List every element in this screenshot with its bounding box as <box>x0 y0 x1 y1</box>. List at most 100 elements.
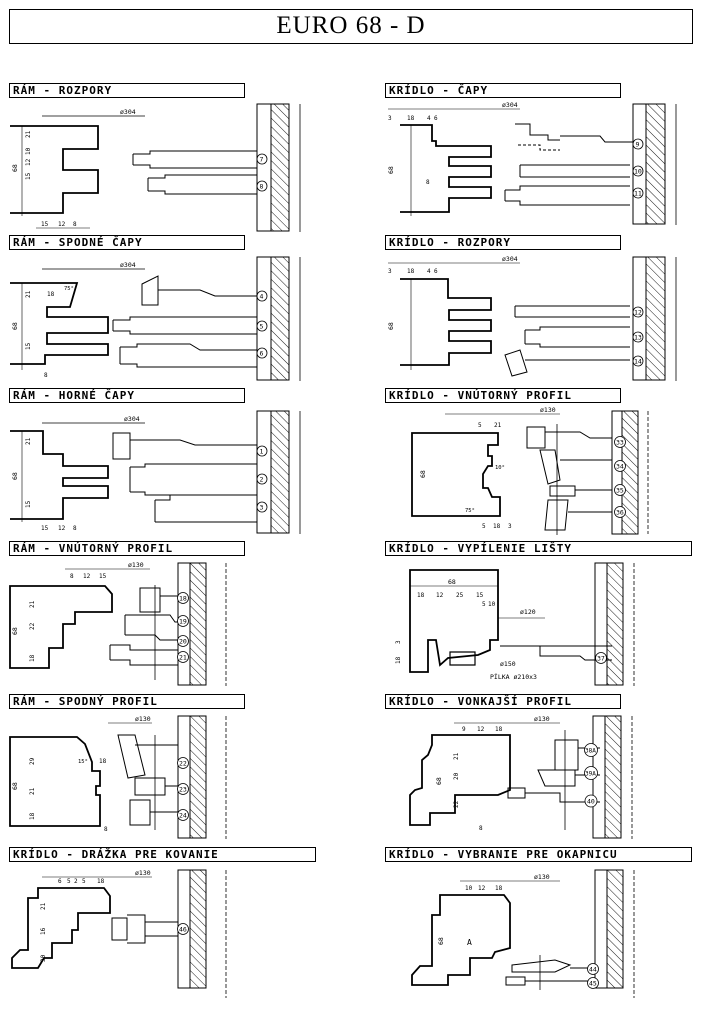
dim-label: 18 <box>99 758 107 765</box>
tool-number: 6 <box>260 350 264 358</box>
dim-label: 68 <box>387 322 395 330</box>
tool-number: 22 <box>179 760 187 768</box>
dim-label: 4 <box>427 115 431 122</box>
dim-label: 12 <box>478 885 486 892</box>
dim-label: ø130 <box>135 869 151 877</box>
tool-number: 40 <box>587 798 595 806</box>
dim-label: ø130 <box>135 715 151 723</box>
dim-label: 22 <box>453 800 460 808</box>
dim-label: 3 <box>388 115 392 122</box>
tool-number: 23 <box>179 786 187 794</box>
section-label: KRÍDLO - VYPÍLENIE LIŠTY <box>385 541 692 556</box>
dim-label: 20 <box>453 772 460 780</box>
tool-number: 1 <box>260 448 264 456</box>
dim-label: 18 <box>407 268 415 275</box>
diagram-ram-spodne-capy: ø304 75° 18 68 21 15 8 4 5 6 <box>10 256 301 381</box>
dim-label: 68 <box>11 322 19 330</box>
tool-number: 35 <box>616 487 624 495</box>
dim-label: 75° <box>64 286 74 292</box>
dim-label: 22 <box>29 622 36 630</box>
dim-label: 6 <box>434 115 438 122</box>
title-box: EURO 68 - D <box>9 9 693 44</box>
diagram-ram-rozpory: ø304 21 10 12 15 68 15 12 8 7 8 <box>10 103 301 232</box>
tool-number: 18 <box>179 595 187 603</box>
dim-label: 15 <box>41 525 49 532</box>
dim-label: 10 <box>488 601 496 608</box>
section-label: KRÍDLO - DRÁŽKA PRE KOVANIE <box>9 847 316 862</box>
tool-number: 7 <box>260 156 264 164</box>
tool-number: 21 <box>179 654 187 662</box>
dim-label: 68 <box>387 166 395 174</box>
dim-label: 15 <box>99 573 107 580</box>
diagram-kridlo-drazka-pre-kovanie: ø130 6 5 2 5 18 21 16 30 46 <box>11 869 227 998</box>
tool-number: 11 <box>634 190 642 198</box>
dim-label: 18 <box>417 592 425 599</box>
dim-label: 21 <box>25 290 32 298</box>
dim-label: 10° <box>495 465 505 471</box>
dim-label: 18 <box>495 726 503 733</box>
section-label: KRÍDLO - VONKAJŠÍ PROFIL <box>385 694 621 709</box>
diagram-kridlo-capy: ø304 3 18 4 6 68 8 9 10 11 <box>387 101 677 225</box>
dim-label: 21 <box>25 130 32 138</box>
dim-label: 10 <box>465 885 473 892</box>
tool-number: 8 <box>260 183 264 191</box>
dim-label: 5 <box>478 422 482 429</box>
diagram-ram-horne-capy: ø304 68 21 15 15 12 8 1 2 3 <box>10 410 301 534</box>
dim-label: 21 <box>40 902 47 910</box>
tool-number: 33 <box>616 439 624 447</box>
dim-label: 75° <box>465 508 475 514</box>
tool-number: 9 <box>636 141 640 149</box>
tool-number: 37 <box>597 655 605 663</box>
tool-number: 20 <box>179 638 187 646</box>
dim-label: 68 <box>11 472 19 480</box>
dim-label: 15 <box>25 172 32 180</box>
diagram-kridlo-vypilenie-listy: 68 18 12 25 15 5 10 ø120 ø150 PÍLKA ø210… <box>395 562 635 686</box>
dim-label: 18 <box>47 291 55 298</box>
dim-label: 2 <box>74 878 78 885</box>
tool-number: 34 <box>616 463 624 471</box>
tool-number: 4 <box>260 293 264 301</box>
section-label: RÁM - ROZPORY <box>9 83 245 98</box>
dim-label: ø304 <box>120 261 136 269</box>
tool-number: 5 <box>260 323 264 331</box>
dim-label: 6 <box>58 878 62 885</box>
dim-label: PÍLKA ø210x3 <box>490 672 537 681</box>
dim-label: ø130 <box>534 873 550 881</box>
dim-label: 68 <box>448 578 456 586</box>
diagram-kridlo-vybranie-pre-okapnicu: ø130 10 12 18 A 68 44 45 <box>411 869 635 998</box>
dim-label: 29 <box>29 757 36 765</box>
dim-label: 25 <box>456 592 464 599</box>
dim-label: 8 <box>479 825 483 832</box>
diagram-kridlo-vnutorny-profil: ø130 5 21 68 10° 75° 5 18 3 33 34 35 36 <box>411 406 649 535</box>
dim-label: ø304 <box>502 101 518 109</box>
dim-label: 68 <box>11 627 19 635</box>
section-label: RÁM - SPODNÝ PROFIL <box>9 694 245 709</box>
dim-label: 12 <box>58 221 66 228</box>
dim-label: 8 <box>73 221 77 228</box>
diagram-kridlo-vonkajsi-profil: ø130 9 12 18 68 21 20 22 8 38A 39A 40 <box>409 715 633 839</box>
section-label: KRÍDLO - ROZPORY <box>385 235 621 250</box>
dim-label: 5 <box>482 601 486 608</box>
dim-label: 30 <box>40 954 47 962</box>
dim-label: 15 <box>41 221 49 228</box>
page-title: EURO 68 - D <box>276 12 426 39</box>
section-label: KRÍDLO - VNÚTORNÝ PROFIL <box>385 388 621 403</box>
section-label: RÁM - HORNÉ ČAPY <box>9 388 245 403</box>
dim-label: 6 <box>434 268 438 275</box>
dim-label: 15 <box>476 592 484 599</box>
dim-label: 21 <box>29 787 36 795</box>
section-label: KRÍDLO - VYBRANIE PRE OKAPNICU <box>385 847 692 862</box>
tool-number: 2 <box>260 476 264 484</box>
dim-label: 21 <box>453 752 460 760</box>
dim-label: 4 <box>427 268 431 275</box>
dim-label: 5 <box>82 878 86 885</box>
dim-label: 3 <box>388 268 392 275</box>
tool-number: 44 <box>589 966 597 974</box>
dim-label: ø150 <box>500 660 516 668</box>
tool-number: 14 <box>634 358 642 366</box>
dim-label: 68 <box>11 782 19 790</box>
dim-label: 10 <box>25 147 32 155</box>
dim-label: ø304 <box>124 415 140 423</box>
dim-label: 18 <box>29 812 36 820</box>
dim-label: 5 <box>482 523 486 530</box>
